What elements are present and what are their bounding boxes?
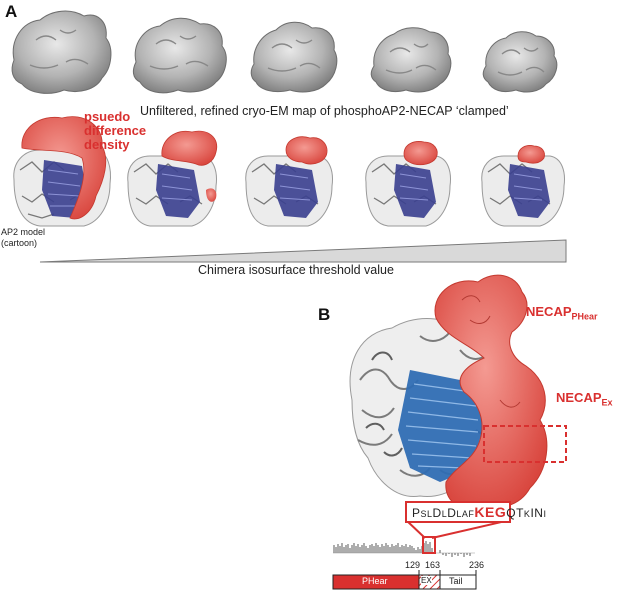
seq-0: P [412,506,421,520]
model-label: AP2 model (cartoon) [1,227,45,249]
necap-density [434,274,548,508]
model-with-density-5 [481,145,565,227]
model-label-line-1: AP2 model [1,227,46,237]
map-caption: Unfiltered, refined cryo-EM map of phosp… [140,104,509,118]
threshold-caption: Chimera isosurface threshold value [198,263,394,277]
seq-11: I [543,509,547,519]
domain-tail-label: Tail [449,576,463,586]
seq-2: D [432,506,442,520]
necap-pheear-main: NECAP [526,304,572,319]
seq-8: K [523,509,531,519]
zoom-box [483,425,567,463]
cryo-em-map-1 [11,10,112,94]
conservation-plot [333,536,475,557]
density-label-line-3: density [84,137,130,152]
blue-beta-domain [398,370,486,482]
cryo-em-map-4 [370,27,452,93]
panel-a-letter: A [5,2,18,21]
model-with-density-1 [13,116,111,227]
necap-ex-main: NECAP [556,390,602,405]
domain-pheear-label: PHear [362,576,388,586]
seq-4: D [447,506,457,520]
model-with-density-3 [245,136,333,227]
seq-9: I [530,506,535,520]
necap-pheear-sub: PHear [571,311,598,322]
cryo-em-map-2 [132,17,227,94]
necap-ex-sub: Ex [601,397,613,408]
seq-3: L [441,509,448,519]
seq-5: LAF [456,509,475,519]
domain-ex-label: EX [421,576,432,585]
necap-ex-label: NECAPEx [556,390,613,408]
seq-6: KEG [474,504,507,520]
cryo-em-map-5 [482,31,558,93]
tick-163: 163 [425,560,441,570]
model-with-density-4 [365,141,451,227]
cryo-em-map-3 [250,21,338,93]
panel-b-letter: B [318,305,331,324]
model-with-density-2 [127,130,218,227]
sequence-box [405,501,511,523]
density-label: psuedo difference density [84,110,146,152]
tick-129: 129 [405,560,421,570]
density-label-line-1: psuedo [84,109,131,124]
necap-pheear-label: NECAPPHear [526,304,598,322]
threshold-wedge [39,239,567,263]
density-label-line-2: difference [84,123,147,138]
seq-10: N [534,506,544,520]
tick-236: 236 [469,560,485,570]
seq-7: QT [506,506,524,520]
model-label-line-2: (cartoon) [1,238,38,248]
seq-1: SL [420,509,433,519]
sequence-text: PSLDLDLAFKEGQTKINI [412,504,546,520]
